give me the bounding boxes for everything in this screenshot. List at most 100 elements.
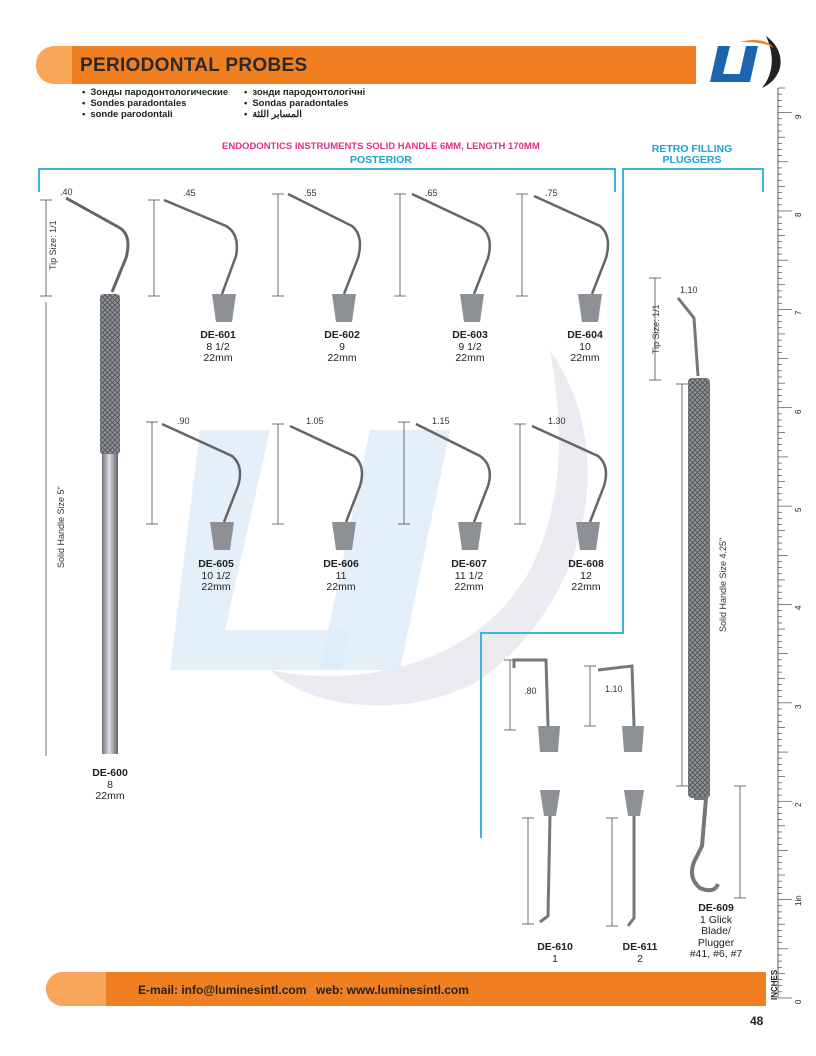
product-length: 22mm <box>327 352 357 364</box>
product-size: 11 1/2 <box>454 569 484 582</box>
product-code: DE-600 <box>92 767 128 779</box>
product-desc: 1 Glick <box>699 913 733 926</box>
product-code: DE-604 <box>567 329 603 341</box>
language-item: المسابر اللثة <box>244 109 365 120</box>
retro-title-line: PLUGGERS <box>662 154 722 166</box>
product-code: DE-610 <box>537 941 573 953</box>
header-band-accent <box>72 46 696 84</box>
ruler-number: 2 <box>794 802 803 808</box>
product-length: 22mm <box>95 790 125 802</box>
probe-de-604 <box>516 193 610 322</box>
tip-size-value: 1,10 <box>680 285 698 295</box>
probe-de-607 <box>398 421 491 550</box>
bracket-tick <box>614 168 616 192</box>
product-size: 10 1/2 <box>201 569 231 582</box>
bracket-tick <box>38 168 40 192</box>
ruler-number: 6 <box>794 409 803 414</box>
ruler <box>777 87 792 999</box>
probe-de-602 <box>272 192 362 322</box>
product-code: DE-602 <box>324 329 360 341</box>
product-caption-de-608: DE-608 12 22mm <box>546 558 626 594</box>
product-size: 9 1/2 <box>458 340 482 353</box>
ruler-number: 7 <box>794 310 803 316</box>
ruler-number: 4 <box>794 606 803 611</box>
product-size: 10 <box>579 340 591 353</box>
product-size: 8 <box>107 778 113 791</box>
probe-de-605 <box>146 421 242 550</box>
solid-handle-label: Solid Handle Size 4.25" <box>718 537 728 632</box>
tip-size-value: 1.15 <box>432 416 450 426</box>
ruler-number: 9 <box>794 114 803 119</box>
product-length: 22mm <box>571 581 601 593</box>
footer-email[interactable]: E-mail: info@luminesintl.com <box>138 983 307 997</box>
plugger-de-610 <box>504 658 560 925</box>
divider-vertical <box>480 632 482 838</box>
product-size: 9 <box>339 340 345 353</box>
product-code: DE-608 <box>568 558 604 570</box>
tip-size-value: .90 <box>177 416 190 426</box>
product-caption-de-609: DE-609 1 Glick Blade/ Plugger #41, #6, #… <box>676 902 756 961</box>
product-size: 8 1/2 <box>206 340 230 353</box>
company-logo <box>710 36 781 88</box>
tip-size-label: Tip Size: 1/1 <box>48 220 58 270</box>
product-caption-de-603: DE-603 9 1/2 22mm <box>430 329 510 365</box>
watermark-logo <box>170 350 588 706</box>
product-code: DE-601 <box>200 329 236 341</box>
ruler-number: 0 <box>794 999 803 1004</box>
product-code: DE-609 <box>698 902 734 914</box>
product-caption-de-606: DE-606 11 22mm <box>301 558 381 594</box>
language-item: Зонды пародонтологические <box>82 87 228 98</box>
language-item: sonde parodontali <box>82 109 228 120</box>
retro-title: RETRO FILLING PLUGGERS <box>634 144 750 166</box>
product-caption-de-600: DE-600 8 22mm <box>70 767 150 803</box>
product-code: DE-611 <box>622 941 658 953</box>
probe-de-606 <box>272 423 364 550</box>
probe-de-608 <box>514 423 608 550</box>
language-list-left: Зонды пародонтологические Sondes paradon… <box>82 87 228 120</box>
product-size: 1 <box>552 952 558 965</box>
probe-de-603 <box>394 192 491 322</box>
product-desc: #41, #6, #7 <box>689 948 743 960</box>
tip-size-value: 1.05 <box>306 416 324 426</box>
product-length: 22mm <box>326 581 356 593</box>
product-caption-de-601: DE-601 8 1/2 22mm <box>178 329 258 365</box>
tip-size-value: 1.30 <box>548 416 566 426</box>
language-item: зонди пародонтологічні <box>244 87 365 98</box>
product-length: 22mm <box>455 352 485 364</box>
product-caption-de-610: DE-610 1 <box>515 941 595 965</box>
product-code: DE-603 <box>452 329 488 341</box>
product-caption-de-611: DE-611 2 <box>600 941 680 965</box>
solid-handle-label: Solid Handle Size 5" <box>56 486 66 568</box>
tip-size-label: Tip Size: 1/1 <box>651 304 661 354</box>
product-length: 22mm <box>570 352 600 364</box>
bracket-tick <box>762 168 764 192</box>
retro-bracket <box>622 168 764 170</box>
ruler-number: 5 <box>794 507 803 513</box>
product-length: 22mm <box>201 581 231 593</box>
posterior-title: POSTERIOR <box>350 154 412 166</box>
language-item: Sondes paradontales <box>82 98 228 109</box>
divider-vertical <box>622 168 624 633</box>
product-size: 2 <box>637 952 643 965</box>
section-title: ENDODONTICS INSTRUMENTS SOLID HANDLE 6MM… <box>222 141 540 152</box>
product-code: DE-606 <box>323 558 359 570</box>
product-size: 11 <box>335 569 347 582</box>
footer-band <box>46 972 766 1006</box>
product-desc: Blade/ <box>701 925 731 937</box>
tip-size-value: .55 <box>304 188 317 198</box>
product-desc: Plugger <box>697 936 735 949</box>
ruler-number: 3 <box>794 704 803 709</box>
ruler-number: 8 <box>794 212 803 217</box>
product-caption-de-602: DE-602 9 22mm <box>302 329 382 365</box>
tip-size-value: .75 <box>545 188 558 198</box>
footer-website[interactable]: web: www.luminesintl.com <box>316 983 469 997</box>
language-list-right: зонди пародонтологічні Sondas paradontal… <box>244 87 365 120</box>
posterior-bracket <box>38 168 616 170</box>
page-title: PERIODONTAL PROBES <box>80 55 308 76</box>
page-number: 48 <box>750 1014 764 1028</box>
product-caption-de-604: DE-604 10 22mm <box>545 329 625 365</box>
tip-size-value: .40 <box>60 187 73 197</box>
tip-size-value: .80 <box>524 686 537 696</box>
probe-de-601 <box>148 198 239 322</box>
footer-band-accent <box>46 972 106 1006</box>
